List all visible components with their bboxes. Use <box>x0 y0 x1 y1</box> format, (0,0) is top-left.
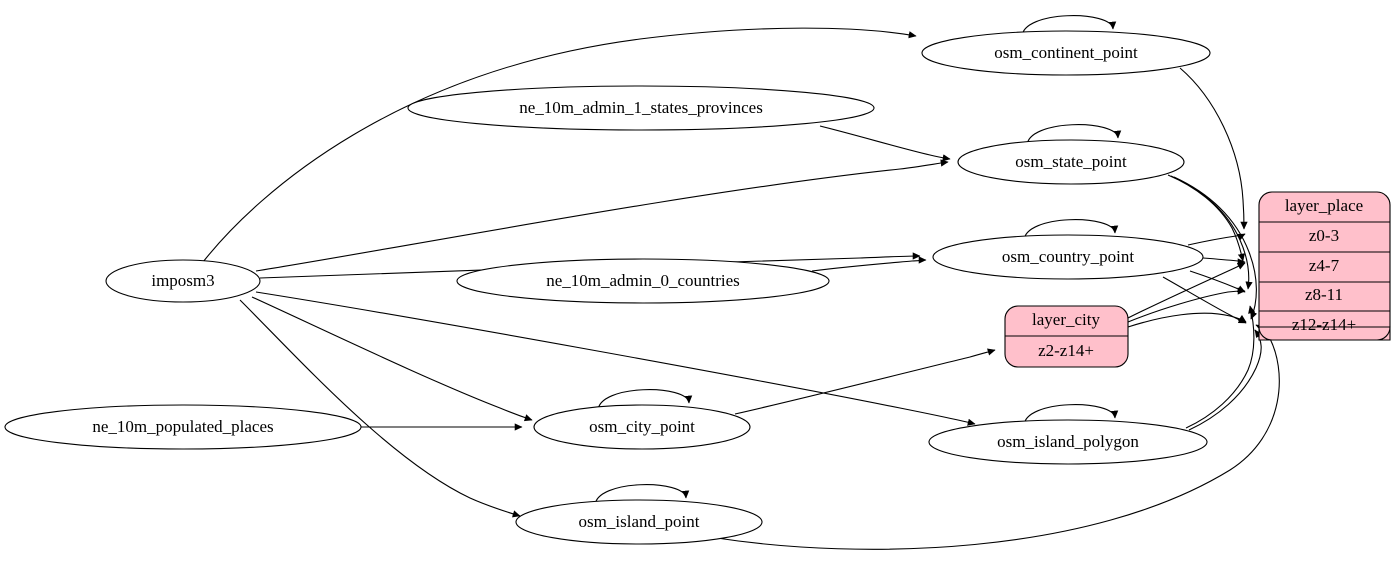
edge-osm-city-point-to-layer-city-z2-z14 <box>734 348 996 415</box>
node-ne-10m-admin-0-countries[interactable]: ne_10m_admin_0_countries <box>456 258 830 304</box>
node-osm-state-point[interactable]: osm_state_point <box>957 139 1185 185</box>
edge-osm-island-polygon-to-layer-place-z8-11 <box>1185 305 1256 429</box>
edge-self-loop-osm-city-point <box>597 389 693 412</box>
edge-layer-city-to-layer-place-z4-7 <box>1127 262 1246 319</box>
node-osm-state-point-label: osm_state_point <box>1015 152 1127 171</box>
table-layer-place-row-z8-11[interactable]: z8-11 <box>1305 285 1343 304</box>
edge-imposm3-to-osm-city-point <box>251 296 533 422</box>
table-layer-city[interactable]: layer_city z2-z14+ <box>1004 305 1129 368</box>
table-layer-place-row-z4-7[interactable]: z4-7 <box>1309 256 1340 275</box>
edge-imposm3-to-osm-island-point <box>239 299 521 518</box>
node-ne-10m-admin-0-countries-label: ne_10m_admin_0_countries <box>546 271 740 290</box>
node-osm-country-point[interactable]: osm_country_point <box>932 234 1204 280</box>
node-ne-10m-populated-places[interactable]: ne_10m_populated_places <box>4 404 362 450</box>
edge-imposm3-to-osm-state-point <box>255 159 949 272</box>
edge-osm-continent-point-to-layer-place-z0-3 <box>1179 67 1248 230</box>
node-osm-island-point-shape[interactable] <box>515 499 763 545</box>
node-osm-island-polygon-label: osm_island_polygon <box>997 432 1139 451</box>
node-ne-10m-admin-1-states-provinces-label: ne_10m_admin_1_states_provinces <box>519 98 763 117</box>
node-ne-10m-admin-0-countries-shape[interactable] <box>456 258 830 304</box>
node-osm-continent-point-label: osm_continent_point <box>994 43 1138 62</box>
node-ne-10m-admin-1-states-provinces-shape[interactable] <box>407 85 875 131</box>
edge-osm-country-point-to-layer-place-z4-7 <box>1202 257 1246 266</box>
table-layer-place-row-z0-3[interactable]: z0-3 <box>1309 226 1339 245</box>
node-imposm3-label: imposm3 <box>151 271 214 290</box>
edge-self-loop-osm-state-point <box>1026 124 1122 147</box>
edge-self-loop-osm-continent-point <box>1021 15 1117 38</box>
node-ne-10m-populated-places-label: ne_10m_populated_places <box>92 417 273 436</box>
node-osm-continent-point[interactable]: osm_continent_point <box>921 30 1211 76</box>
node-osm-island-point[interactable]: osm_island_point <box>515 499 763 545</box>
node-osm-city-point-label: osm_city_point <box>589 417 695 436</box>
node-osm-island-point-label: osm_island_point <box>579 512 700 531</box>
node-osm-country-point-label: osm_country_point <box>1002 247 1134 266</box>
edge-self-loop-osm-island-polygon <box>1023 404 1119 427</box>
edge-ne-admin1-to-osm-state-point <box>819 125 951 162</box>
edge-osm-state-point-to-layer-place-z12-z14 <box>1173 176 1258 320</box>
node-osm-city-point[interactable]: osm_city_point <box>533 404 751 450</box>
edge-imposm3-to-osm-continent-point <box>202 27 917 263</box>
edge-osm-country-point-to-layer-place-z0-3 <box>1187 233 1246 246</box>
table-layer-place-bottom-round <box>1258 326 1391 341</box>
table-layer-place[interactable]: layer_place z0-3 z4-7 z8-11 z12-z14+ <box>1258 191 1391 341</box>
node-layer: imposm3 ne_10m_populated_places ne_10m_a… <box>4 30 1211 545</box>
node-ne-10m-admin-1-states-provinces[interactable]: ne_10m_admin_1_states_provinces <box>407 85 875 131</box>
table-layer-place-row-z12-z14[interactable]: z12-z14+ <box>1292 315 1356 334</box>
edge-self-loop-osm-country-point <box>1023 219 1119 242</box>
node-ne-10m-populated-places-shape[interactable] <box>4 404 362 450</box>
edge-ne-admin0-to-osm-country-point <box>811 256 927 272</box>
node-osm-state-point-shape[interactable] <box>957 139 1185 185</box>
node-osm-city-point-shape[interactable] <box>533 404 751 450</box>
node-imposm3-shape[interactable] <box>105 259 261 303</box>
node-imposm3[interactable]: imposm3 <box>105 259 261 303</box>
table-layer-place-title: layer_place <box>1285 196 1363 215</box>
table-layer-city-title: layer_city <box>1032 310 1100 329</box>
table-layer-place-body <box>1258 191 1391 341</box>
edge-self-loop-osm-island-point <box>594 484 690 507</box>
node-osm-continent-point-shape[interactable] <box>921 30 1211 76</box>
node-osm-country-point-shape[interactable] <box>932 234 1204 280</box>
table-layer-city-row-z2-z14[interactable]: z2-z14+ <box>1038 341 1094 360</box>
edge-imposm3-to-osm-island-polygon <box>255 291 976 426</box>
node-osm-island-polygon-shape[interactable] <box>928 419 1208 465</box>
node-osm-island-polygon[interactable]: osm_island_polygon <box>928 419 1208 465</box>
edge-layer-city-to-layer-place-z12-z14 <box>1127 312 1247 328</box>
edge-layer-city-to-layer-place-z8-11 <box>1127 287 1246 323</box>
